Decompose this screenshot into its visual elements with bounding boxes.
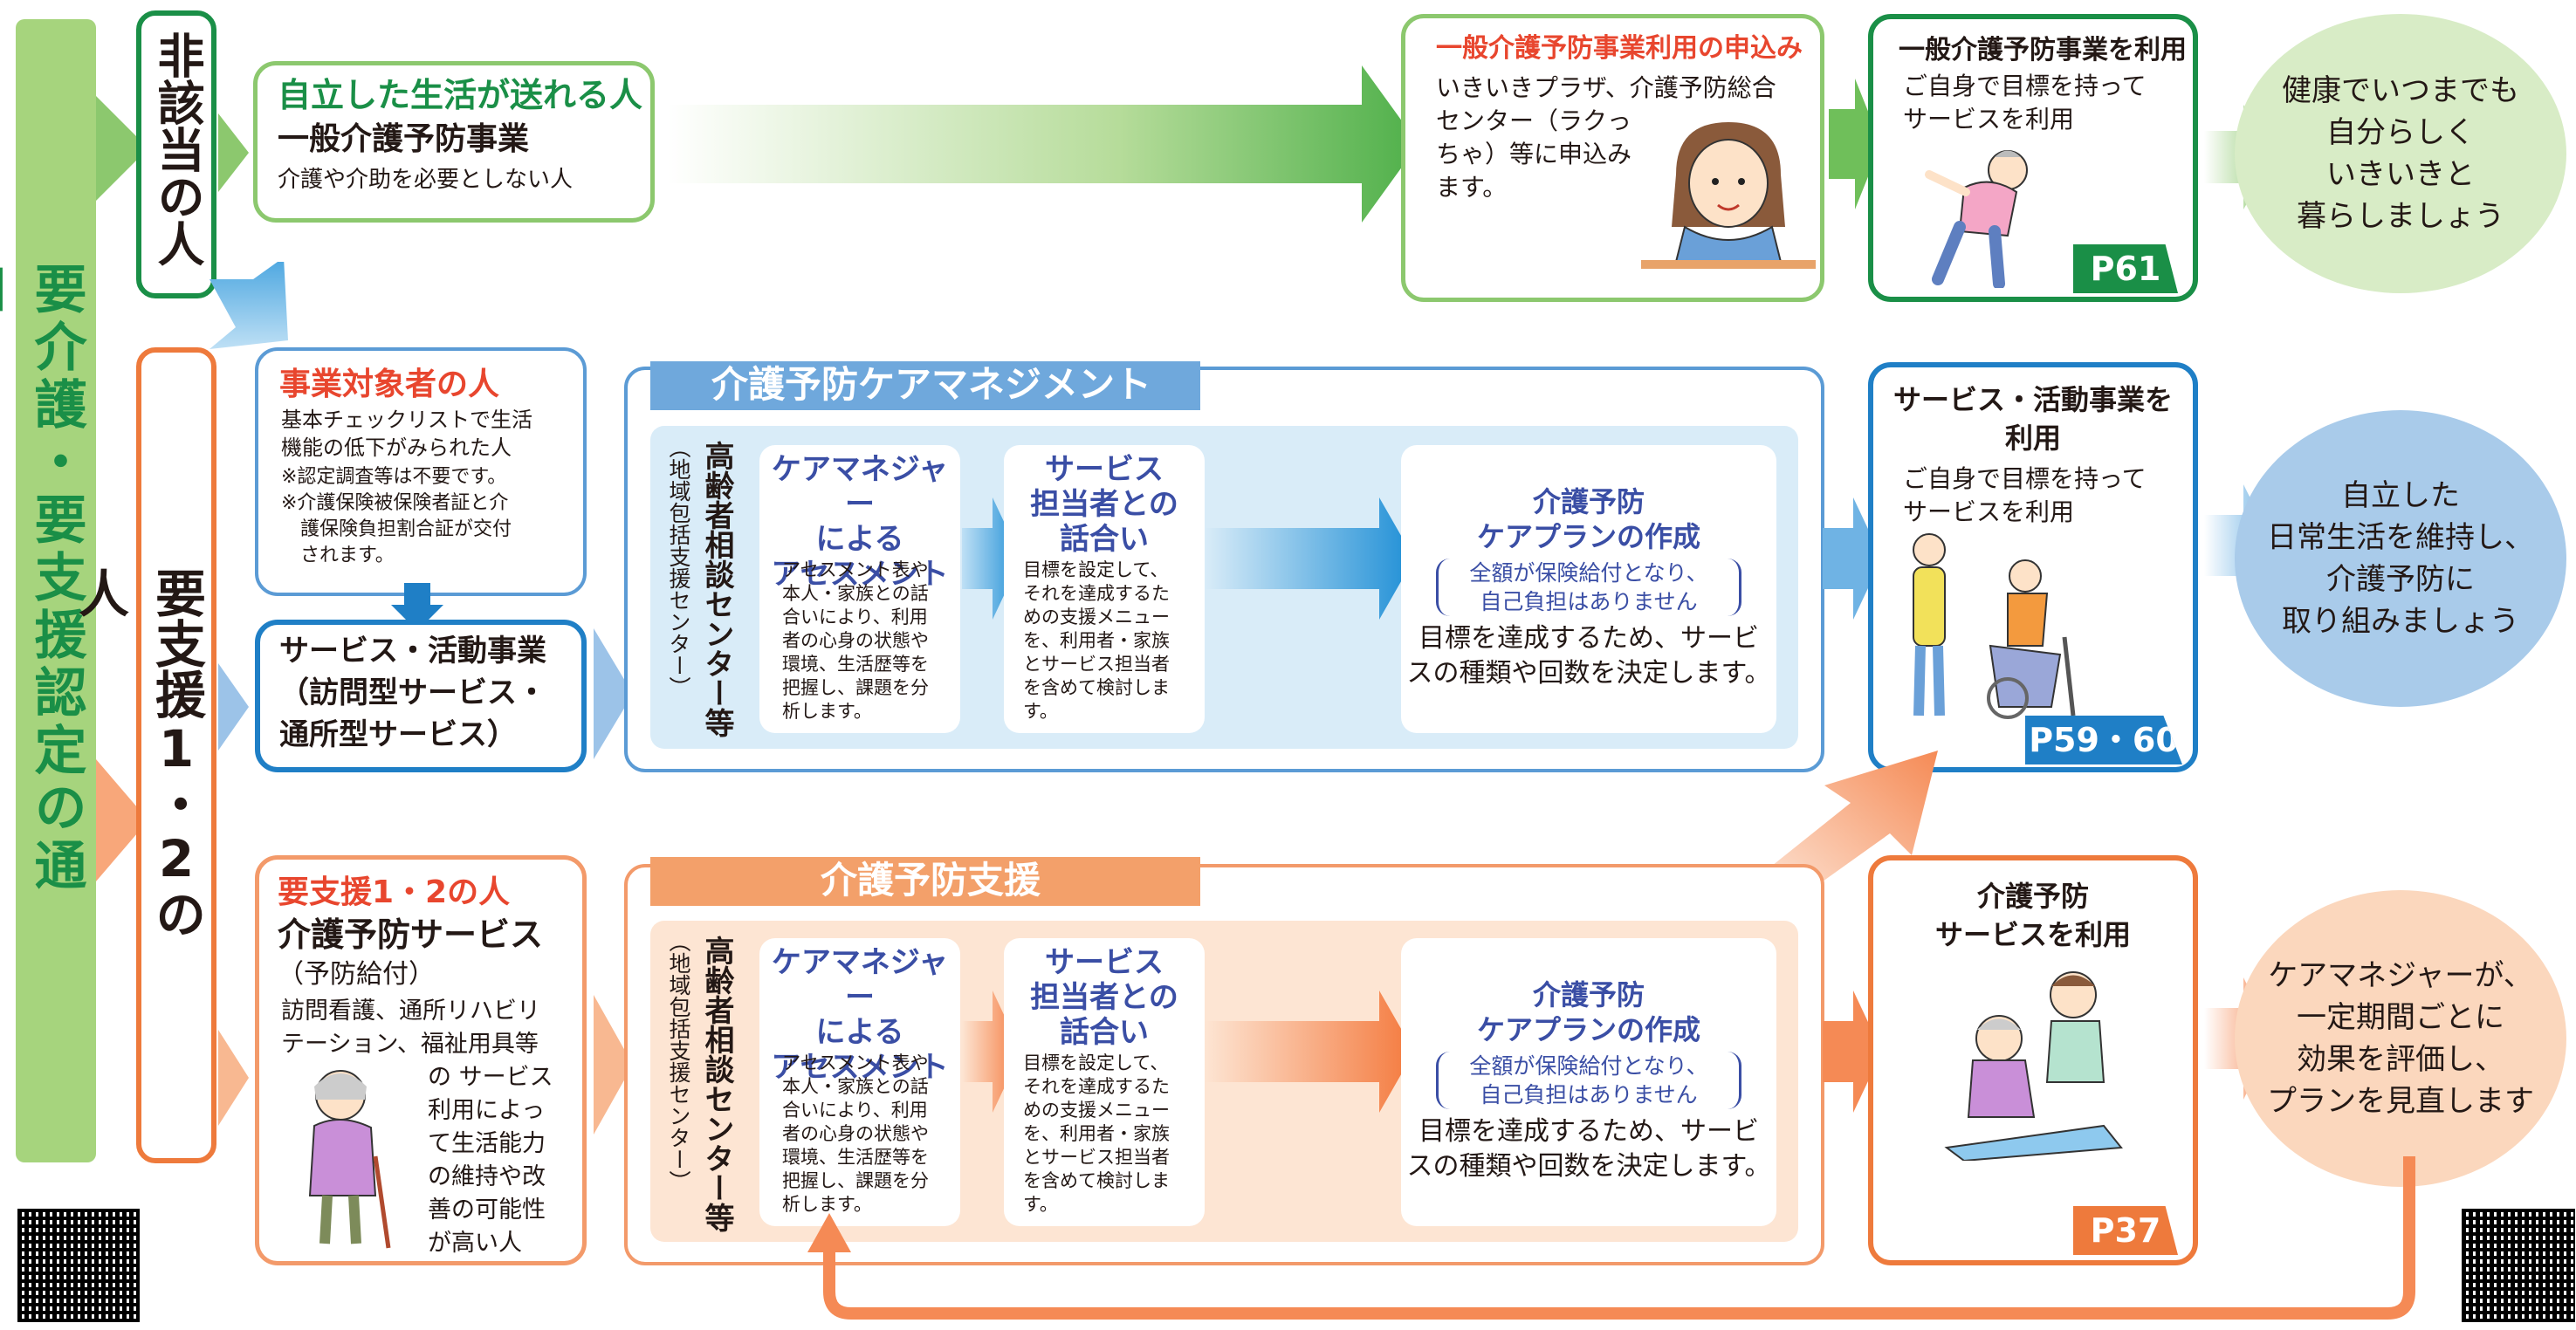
support-assessment-card bbox=[759, 938, 960, 1226]
care-plan-title: 介護予防 ケアプランの作成 bbox=[1476, 485, 1700, 553]
yoshien-text-side: の サービス 利用によっ て生活能力 の維持や改 善の可能性 が高い人 bbox=[428, 1064, 553, 1257]
support-plan-note: 全額が保険給付となり、 自己負担はありません bbox=[1436, 1052, 1741, 1109]
support-meeting-card bbox=[1004, 938, 1205, 1226]
down-arrow-icon bbox=[391, 583, 443, 631]
qr-code-icon bbox=[2462, 1209, 2575, 1322]
care-center-name: 高齢者相談センター等 bbox=[699, 441, 734, 737]
yoshien-title: 要支援1・2の人 bbox=[278, 874, 511, 910]
youshien-label: 要支援1・2の人 bbox=[70, 567, 206, 939]
flow-arrow-icon bbox=[1823, 991, 1882, 1113]
page-tag-p59-60: P59・60 bbox=[2025, 716, 2182, 764]
care-assessment-title: ケアマネジャー による アセスメント bbox=[771, 452, 949, 592]
service-activity-box bbox=[255, 620, 587, 772]
independent-text: 介護や介助を必要としない人 bbox=[278, 167, 574, 193]
diagonal-arrow-icon bbox=[210, 262, 288, 349]
support-plan-text: 目標を達成するため、サービ スの種類や回数を決定します。 bbox=[1406, 1116, 1771, 1182]
care-meeting-card bbox=[1004, 445, 1205, 733]
youshien-label-box bbox=[136, 347, 216, 1163]
support-meeting-title: サービス 担当者との 話合い bbox=[1030, 945, 1178, 1050]
flow-arrow-icon bbox=[1205, 991, 1414, 1113]
care-meeting-title: サービス 担当者との 話合い bbox=[1030, 452, 1178, 557]
independent-box bbox=[253, 61, 655, 223]
flow-arrow-icon bbox=[594, 995, 633, 1135]
notification-bar bbox=[16, 19, 96, 1162]
apply-title: 一般介護予防事業利用の申込み bbox=[1436, 33, 1803, 64]
yoshien-text-top: 訪問看護、通所リハビリ テーション、福祉用具等 bbox=[281, 998, 540, 1058]
page-tag-p37: P37 bbox=[2073, 1206, 2178, 1255]
care-management-banner: 介護予防ケアマネジメント bbox=[650, 361, 1200, 410]
senior-with-cane-illustration bbox=[308, 1070, 391, 1249]
jigyou-title: 事業対象者の人 bbox=[279, 367, 500, 402]
support-assessment-title: ケアマネジャー による アセスメント bbox=[771, 945, 949, 1085]
yoshien-box bbox=[255, 855, 587, 1265]
support-center-sub: （地域包括支援センター） bbox=[666, 930, 691, 1192]
prevention-use-title: 介護予防 サービスを利用 bbox=[1934, 880, 2131, 951]
jigyou-notes: ※認定調査等は不要です。 ※介護保険被保険者証と介 護保険負担割合証が交付 され… bbox=[281, 466, 512, 566]
arrow-icon bbox=[218, 1030, 249, 1126]
result-independent: 自立した 日常生活を維持し、 介護予防に 取り組みましょう bbox=[2235, 410, 2566, 707]
notification-label: 要介護・要支援認定の通知 bbox=[0, 262, 86, 895]
prevention-support-banner: 介護予防支援 bbox=[650, 857, 1200, 906]
arrow-icon bbox=[218, 113, 249, 192]
support-plan-title: 介護予防 ケアプランの作成 bbox=[1476, 978, 1700, 1046]
qr-code-icon bbox=[17, 1209, 140, 1322]
care-center-sub: （地域包括支援センター） bbox=[666, 436, 691, 698]
service-use-text: ご自身で目標を持って サービスを利用 bbox=[1903, 464, 2147, 526]
return-loop-arrow-icon bbox=[807, 1156, 2415, 1320]
hi-gaitou-label: 非該当の人 bbox=[149, 31, 204, 267]
arrow-icon bbox=[218, 663, 249, 751]
care-plan-note: 全額が保険給付となり、 自己負担はありません bbox=[1436, 559, 1741, 616]
use-general-title: 一般介護予防事業を利用 bbox=[1899, 35, 2187, 65]
support-assessment-text: アセスメント表や 本人・家族との話 合いにより、利用 者の心身の状態や 環境、生… bbox=[782, 1052, 929, 1215]
exercise-machine-illustration bbox=[1913, 533, 2076, 719]
hi-gaitou-label-box bbox=[136, 10, 216, 298]
flow-arrow-icon bbox=[1205, 497, 1414, 620]
caregiver-illustration bbox=[1944, 971, 2123, 1161]
yoshien-subtitle: 介護予防サービス bbox=[278, 915, 544, 954]
use-general-text: ご自身で目標を持って サービスを利用 bbox=[1903, 72, 2147, 134]
care-plan-text: 目標を達成するため、サービ スの種類や回数を決定します。 bbox=[1406, 623, 1771, 689]
support-center-name: 高齢者相談センター等 bbox=[699, 936, 734, 1232]
stretching-senior-illustration bbox=[1925, 150, 2028, 288]
care-assessment-text: アセスメント表や 本人・家族との話 合いにより、利用 者の心身の状態や 環境、生… bbox=[782, 559, 929, 722]
service-activity-title: サービス・活動事業 （訪問型サービス・ 通所型サービス） bbox=[279, 634, 546, 752]
result-review: ケアマネジャーが、 一定期間ごとに 効果を評価し、 プランを見直します bbox=[2235, 890, 2566, 1187]
care-meeting-text: 目標を設定して、 それを達成するた めの支援メニュー を、利用者・家族 とサービ… bbox=[1023, 559, 1170, 722]
support-plan-card bbox=[1401, 938, 1776, 1226]
diagonal-arrow-icon bbox=[1763, 751, 1938, 899]
independent-title: 自立した生活が送れる人 bbox=[278, 76, 643, 114]
jigyou-text: 基本チェックリストで生活 機能の低下がみられた人 bbox=[281, 408, 532, 460]
care-plan-card bbox=[1401, 445, 1776, 733]
support-meeting-text: 目標を設定して、 それを達成するた めの支援メニュー を、利用者・家族 とサービ… bbox=[1023, 1052, 1170, 1215]
left-arrow-icon bbox=[96, 759, 148, 881]
prevention-use-box bbox=[1868, 855, 2198, 1265]
result-healthy: 健康でいつまでも 自分らしく いきいきと 暮らしましょう bbox=[2235, 14, 2566, 293]
flow-arrow-icon bbox=[1823, 497, 1882, 620]
care-assessment-card bbox=[759, 445, 960, 733]
yoshien-kyufu: （予防給付） bbox=[278, 959, 435, 990]
page-tag-p61: P61 bbox=[2073, 244, 2178, 293]
receptionist-illustration bbox=[1641, 122, 1816, 269]
apply-text: いきいきプラザ、介護予防総合 センター（ラクっ ちゃ）等に申込み ます。 bbox=[1436, 73, 1776, 202]
service-use-title: サービス・活動事業を 利用 bbox=[1893, 383, 2173, 455]
general-prevention-title: 一般介護予防事業 bbox=[278, 121, 530, 157]
flow-arrow-icon bbox=[668, 65, 1419, 223]
left-arrow-icon bbox=[96, 96, 148, 201]
flow-arrow-icon bbox=[594, 628, 633, 759]
